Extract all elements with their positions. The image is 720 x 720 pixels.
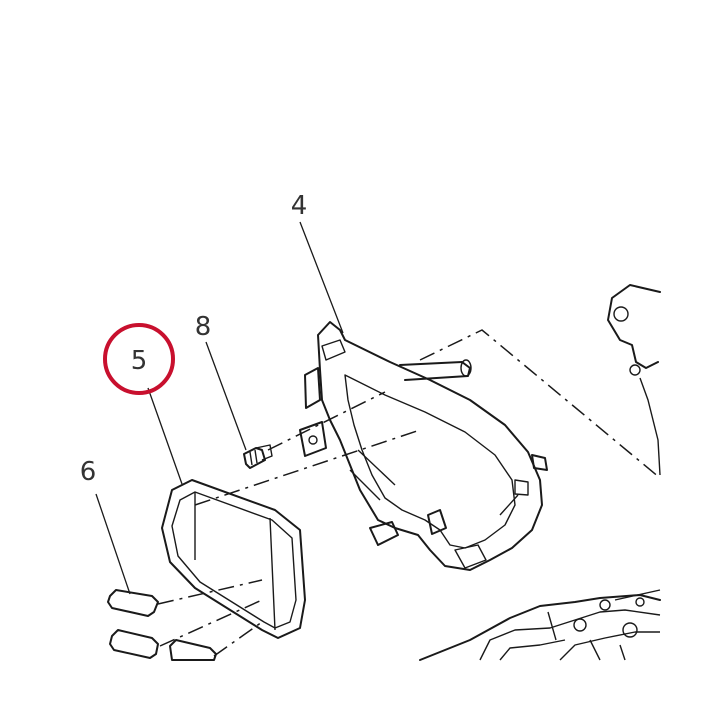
highlighted-callout-5[interactable]: 5 [103,323,175,395]
engine-partial [419,589,661,661]
leader-part-8 [205,341,247,451]
callout-label-4: 4 [291,191,308,221]
linkage-bracket-partial [607,284,661,476]
callout-label-5: 5 [131,346,148,376]
assembly-axis-lines [194,329,661,506]
leader-part-4 [299,221,344,334]
screw-part-8[interactable] [243,444,273,469]
housing-bracket-part-4[interactable] [299,321,548,571]
leader-lines [95,221,344,595]
seal-ring-part-5[interactable] [161,479,306,639]
callout-label-8: 8 [195,312,212,342]
pads-part-6[interactable] [107,589,217,661]
leader-part-5 [147,387,183,485]
highlight-ring [103,323,175,395]
leader-part-6 [95,493,131,595]
callout-label-6: 6 [80,457,97,487]
pad-axis-lines [157,579,263,657]
